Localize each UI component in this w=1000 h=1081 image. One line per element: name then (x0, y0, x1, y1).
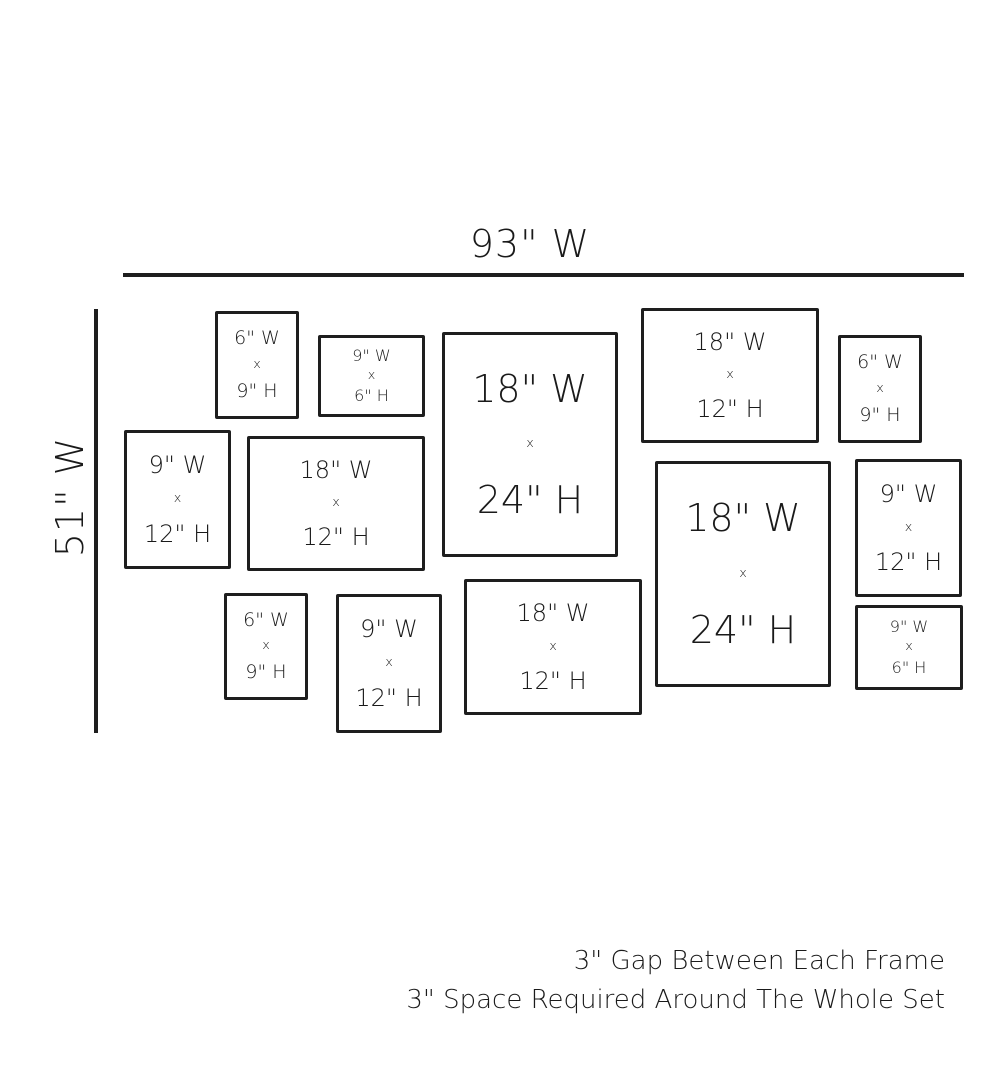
frame-height: 9" H (236, 380, 278, 403)
frame-times: x (876, 380, 884, 396)
frame-height: 9" H (859, 404, 901, 427)
total-height-label: 51" W (48, 436, 92, 558)
frame-6x9-top-right: 6" W x 9" H (838, 335, 922, 443)
frame-width: 18" W (472, 366, 588, 411)
frame-height: 9" H (245, 661, 287, 684)
frame-times: x (526, 436, 534, 452)
frame-width: 9" W (148, 451, 207, 480)
frame-9x12-far-right: 9" W x 12" H (855, 459, 962, 597)
frame-times: x (739, 565, 747, 581)
frame-times: x (173, 491, 182, 507)
frame-height: 6" H (354, 386, 389, 406)
frame-times: x (905, 639, 913, 655)
frame-height: 12" H (143, 519, 212, 548)
frame-height: 12" H (519, 666, 587, 695)
frame-width: 9" W (352, 345, 391, 365)
frame-width: 9" W (360, 615, 418, 644)
frame-width: 9" W (879, 479, 938, 508)
frame-9x6-far-right: 9" W x 6" H (855, 605, 963, 690)
frame-width: 18" W (685, 495, 801, 540)
notes: 3" Gap Between Each Frame 3" Space Requi… (406, 942, 945, 1020)
frame-width: 9" W (889, 616, 929, 636)
frame-times: x (367, 367, 376, 383)
frame-width: 18" W (299, 456, 373, 485)
width-dimension-line (123, 273, 964, 277)
frame-9x12-bottom: 9" W x 12" H (336, 594, 442, 733)
frame-height: 12" H (874, 548, 943, 577)
frame-times: x (385, 655, 393, 671)
frame-times: x (253, 356, 261, 372)
frame-times: x (726, 367, 734, 383)
frame-18x24-center: 18" W x 24" H (442, 332, 618, 557)
space-note: 3" Space Required Around The Whole Set (406, 985, 945, 1015)
frame-width: 18" W (693, 328, 767, 357)
frame-6x9-top-left: 6" W x 9" H (215, 311, 299, 419)
frame-height: 12" H (302, 522, 370, 551)
frame-width: 6" W (234, 326, 280, 349)
frame-9x6-top: 9" W x 6" H (318, 335, 425, 417)
frame-18x12-left: 18" W x 12" H (247, 436, 425, 571)
frame-times: x (262, 638, 270, 654)
total-width-label: 93" W (469, 222, 591, 266)
frame-18x12-top-right: 18" W x 12" H (641, 308, 819, 443)
frame-height: 24" H (476, 478, 584, 523)
frame-18x12-bottom: 18" W x 12" H (464, 579, 642, 715)
frame-6x9-bottom: 6" W x 9" H (224, 593, 308, 700)
height-dimension-line (94, 309, 98, 733)
frame-times: x (549, 638, 557, 654)
gap-note: 3" Gap Between Each Frame (573, 946, 945, 976)
frame-width: 6" W (857, 350, 903, 373)
frame-height: 6" H (891, 658, 927, 678)
frame-height: 24" H (689, 608, 797, 653)
frame-9x12-left: 9" W x 12" H (124, 430, 231, 569)
frame-height: 12" H (696, 394, 764, 423)
frame-18x24-right: 18" W x 24" H (655, 461, 831, 687)
frame-times: x (904, 519, 913, 535)
frame-width: 18" W (516, 599, 590, 628)
frame-width: 6" W (243, 608, 289, 631)
frame-height: 12" H (355, 683, 423, 712)
frame-times: x (332, 495, 340, 511)
